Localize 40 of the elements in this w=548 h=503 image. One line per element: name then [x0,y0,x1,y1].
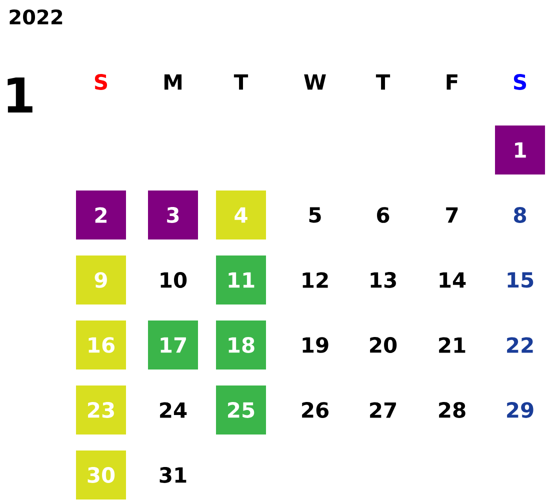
day-number: 26 [302,402,328,418]
highlighted-day: 23 [76,386,126,434]
day-number: 12 [302,272,328,288]
weekday-header: F [446,74,458,90]
day-number: 7 [446,207,458,223]
highlighted-day: 11 [216,256,266,304]
day-number: 22 [507,337,533,353]
year-label: 2022 [10,9,62,25]
day-number: 27 [370,402,396,418]
day-number: 20 [370,337,397,353]
day-number: 5 [309,207,321,223]
highlighted-day: 17 [148,320,198,370]
highlighted-day: 1 [495,126,545,174]
weekday-header: W [304,74,326,90]
weekday-header: T [376,74,390,90]
day-number: 8 [514,207,526,223]
highlighted-day: 18 [216,320,266,370]
highlighted-day: 16 [76,320,126,370]
day-number: 24 [160,402,187,418]
day-number: 6 [377,207,390,223]
highlighted-day: 4 [216,190,266,240]
day-number: 10 [160,272,187,288]
day-number: 31 [160,467,186,483]
highlighted-day: 30 [76,450,126,500]
highlighted-day: 25 [216,386,266,434]
day-number: 28 [439,402,466,418]
weekday-header: S [94,74,108,90]
highlighted-day: 3 [148,190,198,240]
day-number: 14 [440,272,466,288]
highlighted-day: 9 [76,256,126,304]
weekday-header: S [514,74,526,90]
day-number: 29 [507,402,534,418]
highlighted-day: 2 [76,190,126,240]
weekday-header: T [234,74,248,90]
weekday-header: M [164,74,182,90]
day-number: 13 [370,272,396,288]
day-number: 15 [508,272,534,288]
month-number: 1 [8,78,32,112]
day-number: 19 [302,337,328,353]
day-number: 21 [439,337,466,353]
